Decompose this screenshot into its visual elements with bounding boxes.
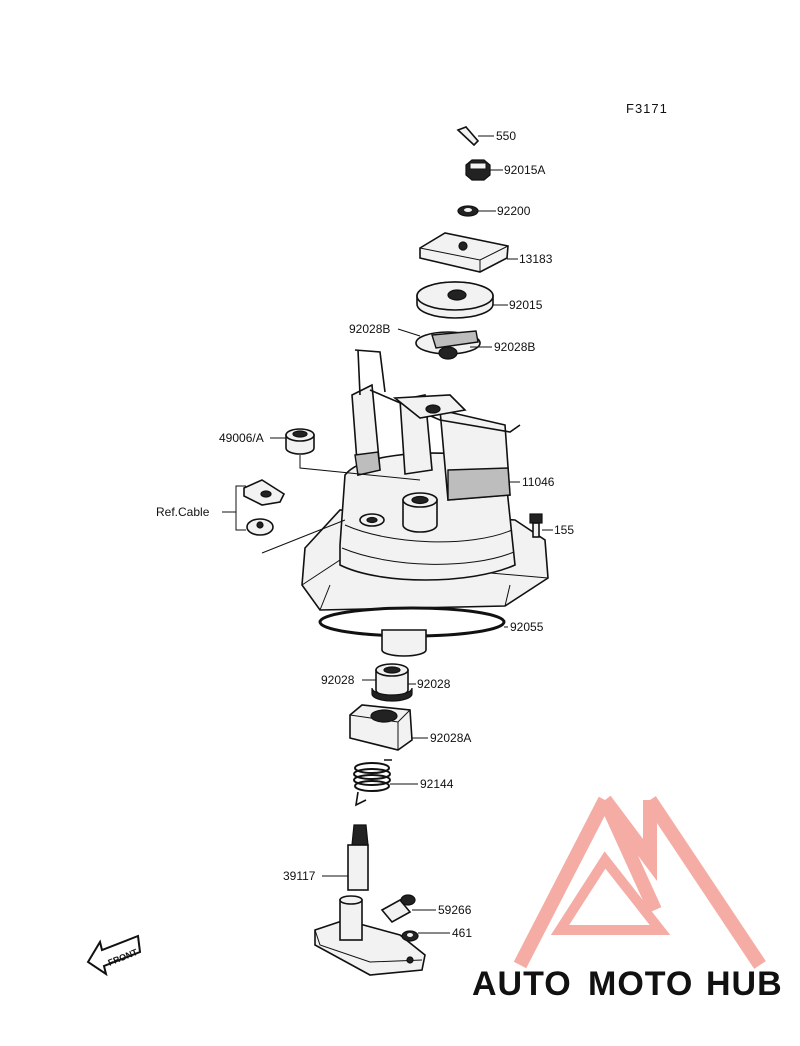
part-bolt [529,513,553,538]
callout-92015: 92015 [509,298,543,312]
part-shaft-lever [314,824,426,976]
figure-code: F3171 [626,101,668,116]
callout-92028B-right: 92028B [494,340,535,354]
part-disc [416,281,508,319]
watermark-word-moto: MOTO [588,965,693,1003]
front-arrow-icon: FRONT [86,934,142,977]
callout-13183: 13183 [519,252,553,266]
part-collar [362,663,416,702]
callout-92028B-left: 92028B [349,322,390,336]
watermark-word-hub: HUB [706,965,783,1003]
callout-550: 550 [496,129,516,143]
callout-92028-left: 92028 [321,673,355,687]
part-oil-seal [270,428,421,481]
part-housing [301,349,549,611]
callout-11046: 11046 [522,475,555,489]
part-bushing-upper [397,328,492,360]
callout-49006A: 49006/A [219,431,264,445]
callout-461: 461 [452,926,472,940]
callout-92015A: 92015A [504,163,545,177]
callout-39117: 39117 [283,869,316,883]
part-nut [401,930,450,942]
part-cotter-pin [456,126,494,147]
part-cable-bracket [222,479,346,554]
watermark-word-auto: AUTO [472,965,572,1003]
callout-92028-right: 92028 [417,677,451,691]
part-ball-joint [380,894,436,924]
part-spring [353,759,418,807]
part-plate [419,232,518,273]
callout-92028A: 92028A [430,731,471,745]
part-castle-nut [465,159,503,181]
callout-92055: 92055 [510,620,544,634]
callout-155: 155 [554,523,574,537]
part-gear-block [349,704,428,751]
part-o-ring [318,606,508,657]
callout-ref-cable: Ref.Cable [156,505,210,519]
part-washer [457,205,496,217]
callout-92144: 92144 [420,777,454,791]
watermark-logo [513,795,766,969]
callout-59266: 59266 [438,903,472,917]
callout-92200: 92200 [497,204,531,218]
